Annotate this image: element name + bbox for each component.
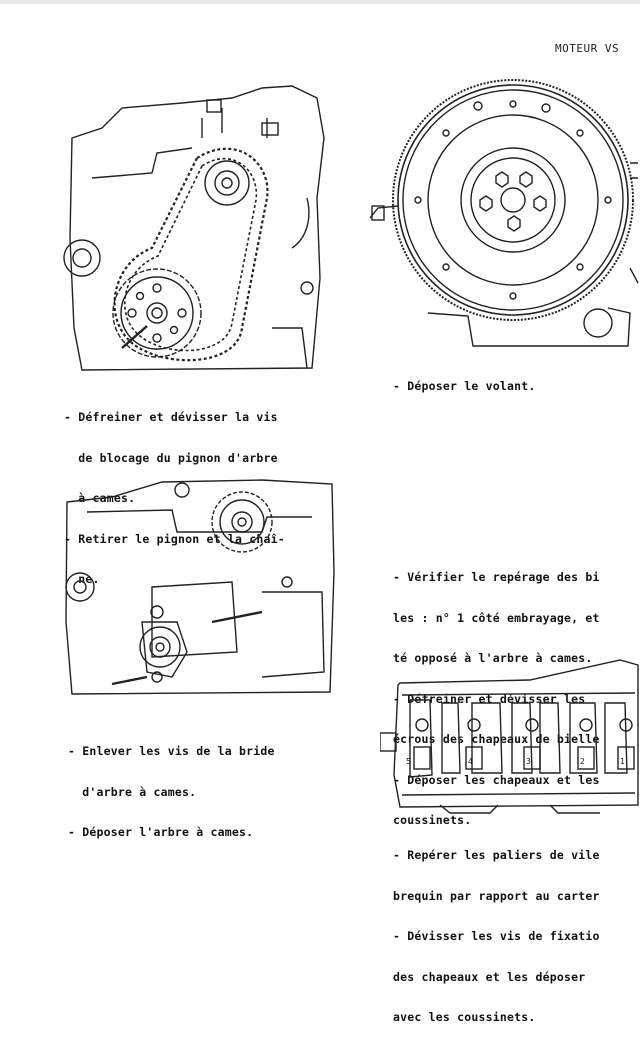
caption-left-bottom: - Enlever les vis de la bride d'arbre à … xyxy=(68,718,275,853)
caption-line: des chapeaux et les déposer xyxy=(393,969,586,984)
caption-line: - Vérifier le repérage des bi xyxy=(393,570,600,584)
bearing-number-1: 1 xyxy=(620,757,625,766)
caption-line: d'arbre à cames. xyxy=(68,784,197,799)
camshaft-flange-figure xyxy=(62,472,338,700)
caption-line: - Retirer le pignon et la chaî- xyxy=(64,531,285,546)
caption-right-bottom: - Repérer les paliers de vile brequin pa… xyxy=(393,822,600,1038)
caption-line: brequin par rapport au carter xyxy=(393,888,600,903)
caption-line: les : n° 1 côté embrayage, et xyxy=(393,610,600,625)
caption-line: - Défreiner et dévisser les xyxy=(393,691,586,706)
top-edge xyxy=(0,0,640,4)
caption-line: de blocage du pignon d'arbre xyxy=(64,450,278,465)
timing-chain-figure xyxy=(62,78,332,378)
flywheel-figure xyxy=(368,68,640,350)
caption-line: - Repérer les paliers de vile xyxy=(393,848,600,862)
caption-line: avec les coussinets. xyxy=(393,1010,536,1024)
bearing-number-5: 5 xyxy=(406,757,411,766)
caption-line: - Défreiner et dévisser la vis xyxy=(64,410,278,424)
caption-line: - Enlever les vis de la bride xyxy=(68,744,275,758)
caption-left-top: - Défreiner et dévisser la vis de blocag… xyxy=(64,384,285,600)
caption-line: coussinets. xyxy=(393,813,472,827)
caption-right-top: - Déposer le volant. xyxy=(393,353,535,407)
bearing-number-4: 4 xyxy=(468,757,473,766)
caption-line: - Déposer l'arbre à cames. xyxy=(68,825,254,839)
bearing-number-2: 2 xyxy=(580,757,585,766)
crankshaft-figure: 5 4 3 2 1 xyxy=(380,655,640,815)
page-header: MOTEUR VS xyxy=(555,42,620,55)
caption-right-middle: - Vérifier le repérage des bi les : n° 1… xyxy=(393,544,600,841)
caption-line: - Dévisser les vis de fixatio xyxy=(393,929,600,943)
caption-line: à cames. xyxy=(64,491,136,505)
caption-line: - Déposer le volant. xyxy=(393,379,536,393)
bearing-number-3: 3 xyxy=(526,757,531,766)
caption-line: té opposé à l'arbre à cames. xyxy=(393,651,593,665)
